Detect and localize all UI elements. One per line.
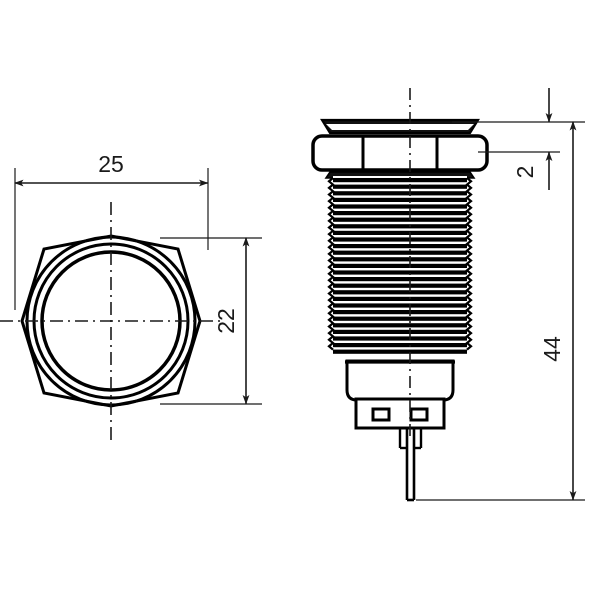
dimension-cap-2: 2 xyxy=(452,88,585,190)
dimension-height-22: 22 xyxy=(160,237,262,405)
threaded-body xyxy=(327,176,473,356)
dimension-width-25: 25 xyxy=(14,151,209,310)
hex-nut-outline xyxy=(311,134,489,172)
terminal-hole-left xyxy=(371,407,391,422)
thread-edge-right xyxy=(465,177,473,351)
front-view: 25 22 xyxy=(0,151,262,440)
lower-body xyxy=(345,359,455,402)
thread-edge-left xyxy=(327,177,335,351)
terminal-hole-right xyxy=(409,407,429,422)
side-view: 2 44 xyxy=(311,88,585,502)
wire-leads xyxy=(398,428,423,502)
cap-top-highlight xyxy=(326,124,474,130)
dimension-label-25: 25 xyxy=(98,151,124,177)
dimension-label-22: 22 xyxy=(213,308,239,334)
dimension-length-44: 44 xyxy=(416,121,585,501)
thread-bands xyxy=(333,178,467,354)
terminal-block xyxy=(354,397,446,430)
dimension-label-44: 44 xyxy=(539,336,565,362)
dimension-label-2: 2 xyxy=(512,166,538,179)
hex-nut-side xyxy=(311,134,489,172)
